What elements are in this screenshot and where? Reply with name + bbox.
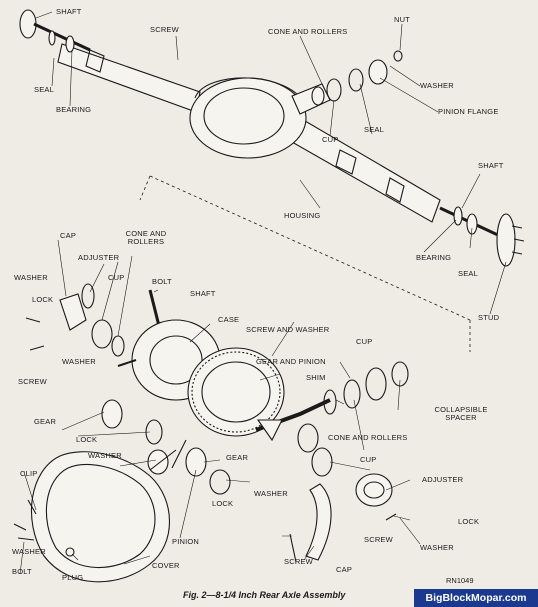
label-screw-bottom: SCREW xyxy=(284,557,313,566)
label-bearing-right: BEARING xyxy=(416,253,452,262)
label-adjuster-right: ADJUSTER xyxy=(422,475,464,484)
label-washer-right: WASHER xyxy=(420,543,454,552)
pinion-flange-stack xyxy=(311,50,403,106)
label-lock-right: LOCK xyxy=(458,517,480,526)
figure-reference: RN1049 xyxy=(446,576,474,585)
label-bearing-left: BEARING xyxy=(56,105,92,114)
label-cup-mid: CUP xyxy=(356,337,373,346)
label-cup-bottom: CUP xyxy=(360,455,377,464)
label-clip: CLIP xyxy=(20,469,38,478)
ring-gear-and-pinion xyxy=(187,347,331,442)
label-seal-left: SEAL xyxy=(34,85,54,94)
label-shaft-top: SHAFT xyxy=(56,7,82,16)
label-washer-cover: WASHER xyxy=(12,547,46,556)
leader-lines xyxy=(19,11,507,575)
label-gear-mid: GEAR xyxy=(226,453,249,462)
label-lock-center: LOCK xyxy=(212,499,234,508)
label-cap-bottom: CAP xyxy=(336,565,353,574)
carrier-bearing-left xyxy=(25,283,162,357)
label-housing: HOUSING xyxy=(284,211,321,220)
label-bolt-left: BOLT xyxy=(152,277,172,286)
label-washer-left: WASHER xyxy=(14,273,48,282)
label-collapsible-spacer: COLLAPSIBLE SPACER xyxy=(434,405,488,422)
label-cup-left: CUP xyxy=(108,273,125,282)
label-cap-left: CAP xyxy=(60,231,77,240)
site-watermark: BigBlockMopar.com xyxy=(414,589,538,607)
axle-housing xyxy=(57,43,471,352)
label-lock-mid: LOCK xyxy=(76,435,98,444)
label-washer-top: WASHER xyxy=(420,81,454,90)
label-cone-rollers-left: CONE AND ROLLERS xyxy=(125,229,167,246)
label-seal-top: SEAL xyxy=(364,125,384,134)
label-cone-rollers-mid: CONE AND ROLLERS xyxy=(328,433,408,442)
label-cup-top: CUP xyxy=(322,135,339,144)
label-shaft-right: SHAFT xyxy=(478,161,504,170)
label-pinion: PINION xyxy=(172,537,200,546)
label-gear-and-pinion: GEAR AND PINION xyxy=(256,357,326,366)
right-axle-shaft xyxy=(439,206,525,267)
label-shaft-mid: SHAFT xyxy=(190,289,216,298)
label-bolt-bottom: BOLT xyxy=(12,567,32,576)
label-lock-left: LOCK xyxy=(32,295,54,304)
label-nut: NUT xyxy=(394,15,411,24)
label-washer-center: WASHER xyxy=(254,489,288,498)
label-seal-right: SEAL xyxy=(458,269,478,278)
label-screw-top: SCREW xyxy=(150,25,179,34)
label-screw-right: SCREW xyxy=(364,535,393,544)
pinion-bearings-right xyxy=(297,361,409,477)
label-adjuster-left: ADJUSTER xyxy=(78,253,120,262)
label-pinion-flange: PINION FLANGE xyxy=(438,107,499,116)
label-stud: STUD xyxy=(478,313,500,322)
label-cone-rollers-top: CONE AND ROLLERS xyxy=(268,27,348,36)
label-screw-and-washer: SCREW AND WASHER xyxy=(246,325,330,334)
adjuster-cap-right xyxy=(289,473,397,563)
label-case: CASE xyxy=(218,315,240,324)
label-screw-left: SCREW xyxy=(18,377,47,386)
label-plug: PLUG xyxy=(62,573,84,582)
label-washer-bottom-left: WASHER xyxy=(88,451,122,460)
label-cover: COVER xyxy=(152,561,180,570)
label-gear-left: GEAR xyxy=(34,417,57,426)
left-axle-shaft xyxy=(19,9,91,53)
differential-cover xyxy=(13,451,170,583)
label-washer-mid: WASHER xyxy=(62,357,96,366)
figure-caption: Fig. 2—8-1/4 Inch Rear Axle Assembly xyxy=(183,590,346,600)
label-shim: SHIM xyxy=(306,373,326,382)
